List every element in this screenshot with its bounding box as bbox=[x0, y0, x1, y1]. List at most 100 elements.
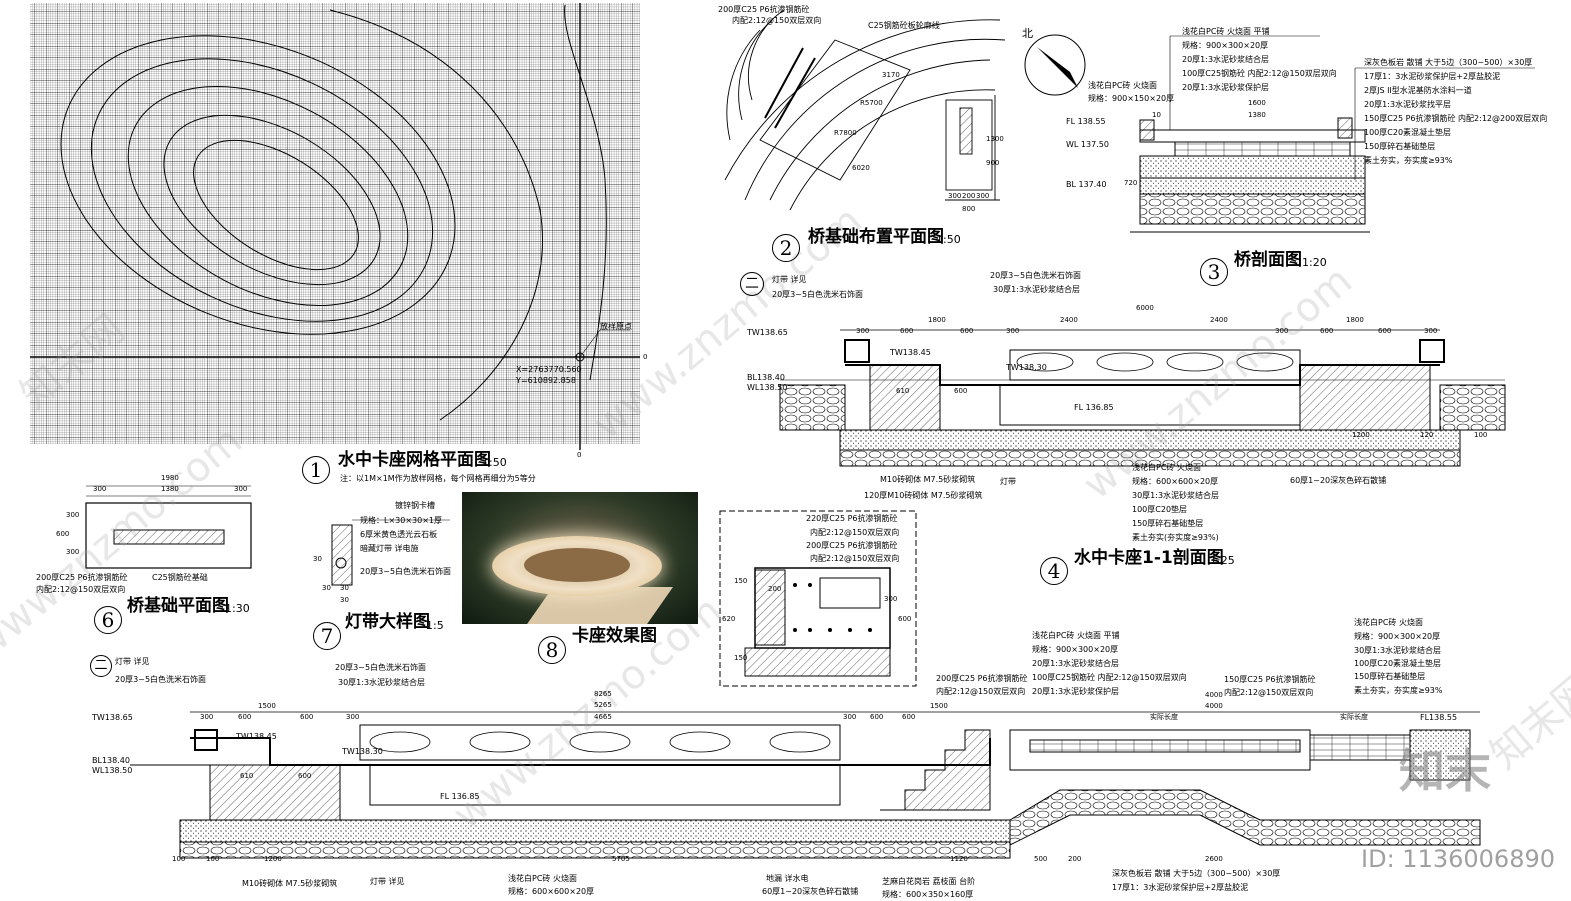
detail-label: 镀锌钢卡槽 bbox=[395, 501, 435, 510]
dimension: 600 bbox=[954, 387, 968, 395]
layer-label: 150厚碎石基础垫层 bbox=[1354, 672, 1426, 681]
dimension: 600 bbox=[238, 713, 252, 721]
layer-label: 20厚1:3水泥砂浆结合层 bbox=[1182, 55, 1270, 64]
dimension: 300 bbox=[948, 192, 962, 200]
lamp-label: 灯带 详见 bbox=[115, 657, 150, 666]
callout-label: 内配2:12@150双层双向 bbox=[810, 554, 900, 563]
level-mark: WL138.50 bbox=[747, 383, 788, 392]
dimension: 5705 bbox=[612, 855, 630, 863]
dimension: 300 bbox=[200, 713, 214, 721]
dimension: 610 bbox=[240, 772, 254, 780]
bottom-label: 规格：600×600×20厚 bbox=[508, 887, 595, 896]
layer-label: 素土夯实，夯实度≥93% bbox=[1364, 156, 1453, 165]
level-mark: FL138.55 bbox=[1420, 713, 1458, 722]
top-label: 20厚3~5白色洗米石饰面 bbox=[990, 271, 1082, 280]
dimension: 30 bbox=[313, 555, 322, 563]
dimension: 600 bbox=[56, 530, 70, 538]
drawing-title: 水中卡座1-1剖面图 bbox=[1074, 548, 1224, 568]
dimension: 100 bbox=[206, 855, 220, 863]
dimension: 4000 bbox=[1205, 702, 1223, 710]
dimension: 200 bbox=[1068, 855, 1082, 863]
callout-label: 内配2:12@150双层双向 bbox=[1224, 688, 1314, 697]
drawing-title: 灯带大样图 bbox=[345, 612, 430, 632]
layer-label: 100厚C25钢筋砼 内配2:12@150双层双向 bbox=[1032, 673, 1187, 682]
level-mark: BL138.40 bbox=[747, 373, 785, 382]
dimension: 600 bbox=[300, 713, 314, 721]
dimension: 1380 bbox=[161, 485, 179, 493]
bottom-label: 60厚1~20深灰色碎石散铺 bbox=[762, 887, 859, 896]
bridge-foundation-arc-plan bbox=[724, 9, 1006, 211]
north-label: 北 bbox=[1022, 27, 1033, 40]
dimension: 1500 bbox=[258, 702, 276, 710]
base-label: 60厚1~20深灰色碎石散铺 bbox=[1290, 476, 1387, 485]
dimension: 1120 bbox=[950, 855, 968, 863]
axis-zero: 0 bbox=[577, 451, 582, 459]
drawing-number: 7 bbox=[313, 622, 341, 650]
callout-label: C25钢筋砼板轮廓线 bbox=[868, 21, 940, 30]
dimension: 300 bbox=[346, 713, 360, 721]
dimension: 300 bbox=[66, 511, 80, 519]
level-mark: WL138.50 bbox=[92, 766, 133, 775]
dimension: 1500 bbox=[930, 702, 948, 710]
drawing-number: 2 bbox=[772, 234, 800, 262]
drawing-title: 桥基础布置平面图 bbox=[808, 227, 944, 247]
layer-label: 规格：900×300×20厚 bbox=[1182, 41, 1269, 50]
origin-label: 放样原点 bbox=[600, 322, 632, 331]
dimension: 8265 bbox=[594, 690, 612, 698]
detail-label: 暗藏灯带 详电施 bbox=[360, 544, 419, 553]
bottom-label: 17厚1：3水泥砂浆保护层+2厚盐胶泥 bbox=[1112, 883, 1249, 892]
north-arrow bbox=[1024, 34, 1086, 96]
layer-label: 20厚1:3水泥砂浆保护层 bbox=[1182, 83, 1270, 92]
drawing-number: 6 bbox=[94, 606, 122, 634]
dimension: 1300 bbox=[986, 135, 1004, 143]
level-mark: BL138.40 bbox=[92, 756, 130, 765]
dimension: 2400 bbox=[1210, 316, 1228, 324]
layer-label: 素土夯实，夯实度≥93% bbox=[1354, 686, 1443, 695]
detail-label: 规格：L×30×30×1厚 bbox=[360, 516, 443, 525]
dimension: 200 bbox=[962, 192, 976, 200]
dimension: 120 bbox=[1420, 431, 1434, 439]
dimension: 300 bbox=[1275, 327, 1289, 335]
top-label: 30厚1:3水泥砂浆结合层 bbox=[993, 285, 1081, 294]
layer-label: 20厚1:3水泥砂浆保护层 bbox=[1032, 687, 1120, 696]
dimension: 100 bbox=[172, 855, 186, 863]
dimension: 1800 bbox=[1346, 316, 1364, 324]
dimension: 实际长度 bbox=[1340, 713, 1368, 721]
drawing-number: 4 bbox=[1040, 557, 1068, 585]
side-spec: 规格：900×150×20厚 bbox=[1088, 94, 1175, 103]
dimension: 600 bbox=[1378, 327, 1392, 335]
dimension: 1980 bbox=[161, 474, 179, 482]
drawing-number: 1 bbox=[302, 456, 330, 484]
drawing-note: 注：以1M×1M作为放样网格，每个网格再细分为5等分 bbox=[340, 474, 536, 483]
dimension: 300 bbox=[856, 327, 870, 335]
dimension: 610 bbox=[896, 387, 910, 395]
layer-label: 素土夯实(夯实度≥93%) bbox=[1132, 533, 1219, 542]
drawing-scale: 1:50 bbox=[482, 456, 507, 469]
dimension: 300 bbox=[1424, 327, 1438, 335]
layer-label: 150厚C25 P6抗渗钢筋砼 内配2:12@200双层双向 bbox=[1364, 114, 1548, 123]
drawing-title: 桥基础平面图 bbox=[127, 596, 229, 616]
seat-render-image bbox=[462, 492, 698, 624]
dimension: 1600 bbox=[1248, 99, 1266, 107]
top-label: 20厚3~5白色洗米石饰面 bbox=[772, 290, 864, 299]
layer-label: 20厚1:3水泥砂浆结合层 bbox=[1032, 659, 1120, 668]
detail-ref: 二 bbox=[90, 655, 112, 677]
dimension: 6000 bbox=[1136, 304, 1154, 312]
dimension: R7800 bbox=[834, 129, 857, 137]
level-mark: FL 138.55 bbox=[1066, 117, 1106, 126]
dimension: 30 bbox=[340, 584, 349, 592]
dimension: 30 bbox=[340, 596, 349, 604]
level-mark: WL 137.50 bbox=[1066, 140, 1109, 149]
layer-label: 100厚C20垫层 bbox=[1132, 505, 1188, 514]
level-mark: FL 136.85 bbox=[440, 792, 480, 801]
dimension: 300 bbox=[976, 192, 990, 200]
dimension: 300 bbox=[884, 595, 898, 603]
layer-label: 浅花白PC砖 火烧面 bbox=[1132, 463, 1201, 472]
dimension: 300 bbox=[1006, 327, 1020, 335]
dimension: R5700 bbox=[860, 99, 883, 107]
dimension: 1200 bbox=[1352, 431, 1370, 439]
lamp-strip-detail bbox=[331, 519, 450, 586]
dimension: 600 bbox=[902, 713, 916, 721]
drawing-number: 3 bbox=[1200, 258, 1228, 286]
